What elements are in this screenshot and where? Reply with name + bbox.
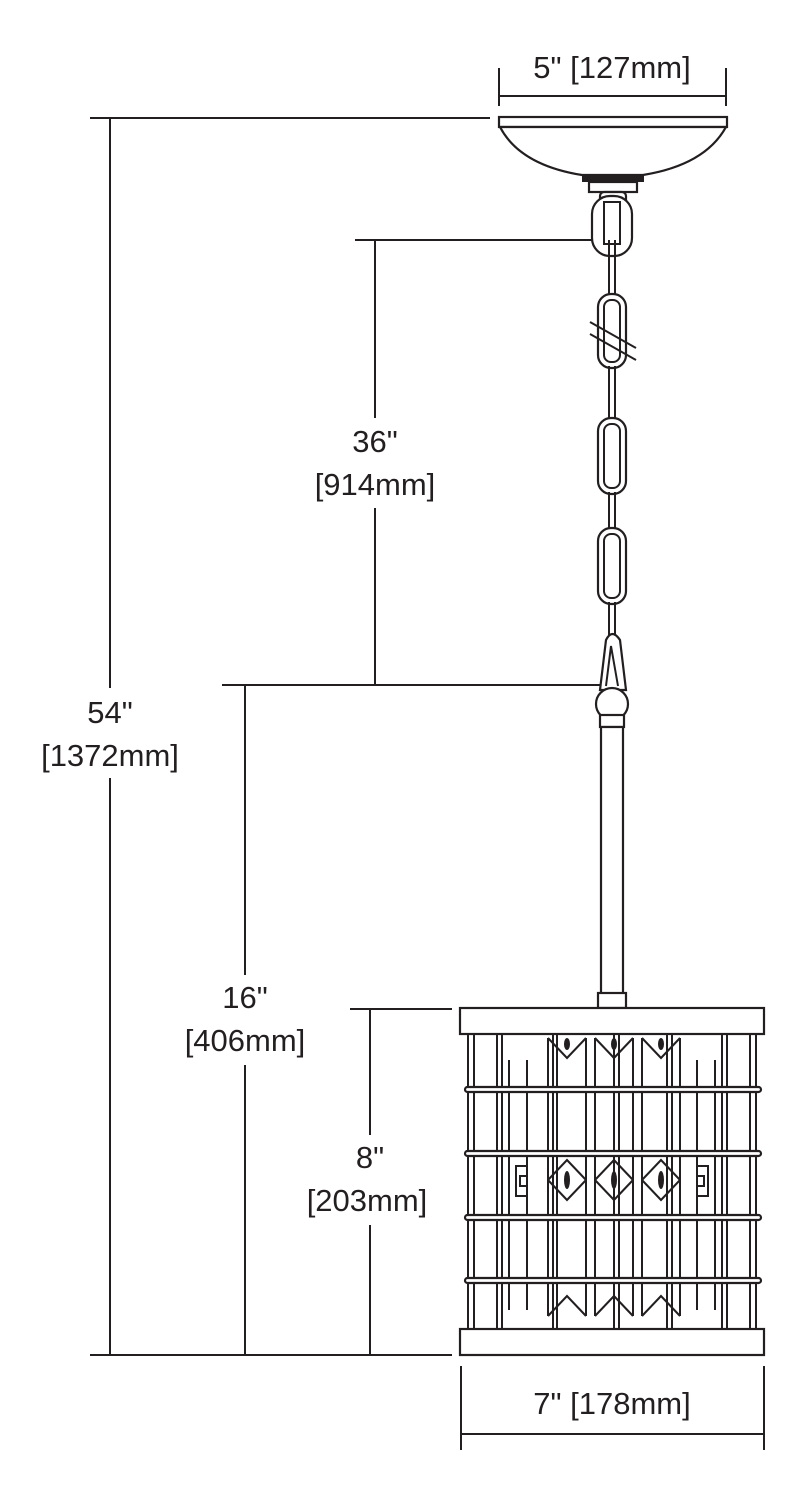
overall-height-metric: [1372mm] — [41, 738, 179, 773]
chain-length-dimension: 36" [914mm] — [295, 240, 455, 685]
shade-height-metric: [203mm] — [307, 1183, 428, 1218]
shade-height-imperial: 8" — [356, 1140, 384, 1175]
fixture-height-metric: [406mm] — [185, 1023, 306, 1058]
canopy — [497, 115, 729, 206]
shade-width-dimension: 7" [178mm] — [460, 1366, 765, 1450]
fixture-height-imperial: 16" — [222, 980, 268, 1015]
chain-length-metric: [914mm] — [315, 467, 436, 502]
overall-height-dimension: 54" [1372mm] — [20, 118, 200, 1355]
chain-length-imperial: 36" — [352, 424, 398, 459]
fixture-height-dimension: 16" [406mm] — [165, 685, 325, 1355]
shade-width-label: 7" [178mm] — [533, 1386, 690, 1421]
shade-cage — [458, 1006, 766, 1357]
overall-height-imperial: 54" — [87, 695, 133, 730]
down-rod — [596, 725, 628, 1010]
canopy-width-dimension: 5" [127mm] — [498, 50, 727, 106]
chain — [589, 194, 637, 729]
canopy-width-label: 5" [127mm] — [533, 50, 690, 85]
shade-height-dimension: 8" [203mm] — [285, 1009, 455, 1355]
